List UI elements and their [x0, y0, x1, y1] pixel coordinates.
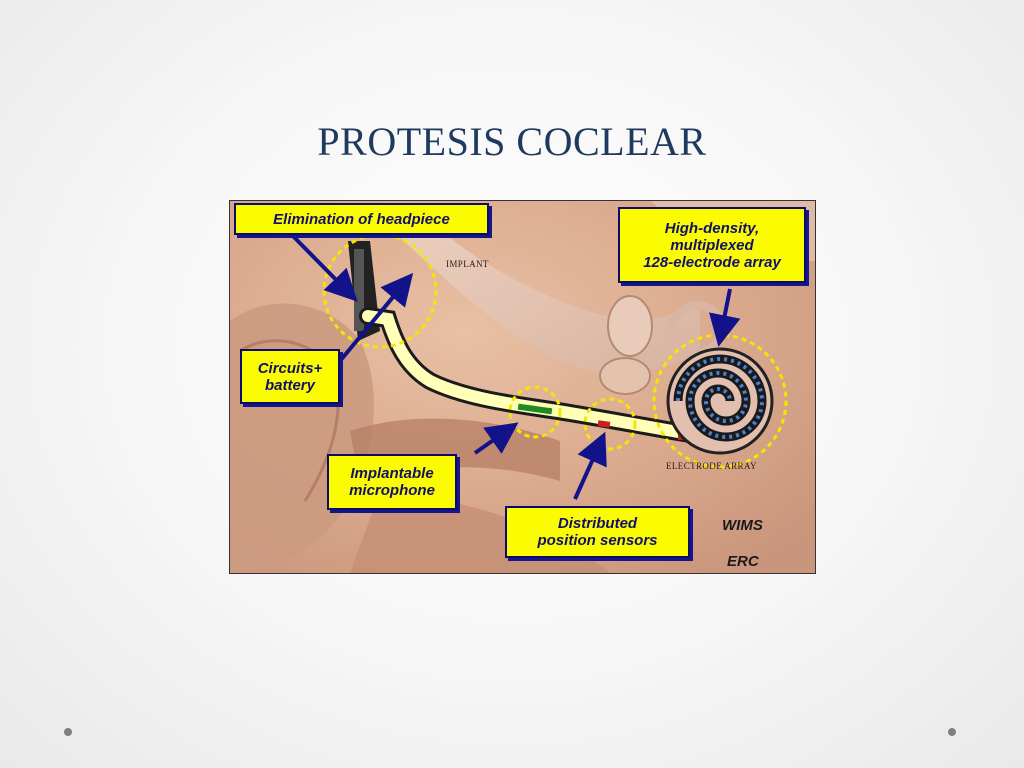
microphone-arrow [473, 422, 519, 455]
sensors-highlight-circle [583, 397, 637, 451]
electrode-array-label: ELECTRODE ARRAY [666, 461, 757, 471]
circuits-arrow [338, 272, 414, 363]
wims-label: WIMS [722, 517, 763, 534]
lead-wire [362, 310, 726, 445]
microphone-highlight-circle [508, 385, 562, 439]
slide-corner-dot-left [64, 728, 72, 736]
implant-edge [354, 249, 364, 331]
erc-label: ERC [727, 553, 759, 570]
callout-electrode-array: High-density, multiplexed 128-electrode … [618, 207, 806, 283]
callout-circuits-battery: Circuits+ battery [240, 349, 340, 404]
cochlea-spiral [666, 347, 774, 455]
electrode-arrow [709, 288, 741, 347]
sensors-arrow [573, 431, 607, 500]
ossicle-malleus [607, 295, 653, 357]
callout-headpiece: Elimination of headpiece [234, 203, 489, 235]
ossicle-incus [599, 357, 651, 395]
implant-label: IMPLANT [446, 259, 489, 269]
callout-position-sensors: Distributed position sensors [505, 506, 690, 558]
headpiece-arrow [288, 231, 358, 302]
slide-title: PROTESIS COCLEAR [317, 119, 707, 164]
slide-corner-dot-right [948, 728, 956, 736]
sensor-marker [597, 420, 611, 428]
microphone-segment [517, 403, 553, 415]
callout-implantable-microphone: Implantable microphone [327, 454, 457, 510]
cochlear-implant-figure: Elimination of headpiece Circuits+ batte… [229, 200, 816, 574]
